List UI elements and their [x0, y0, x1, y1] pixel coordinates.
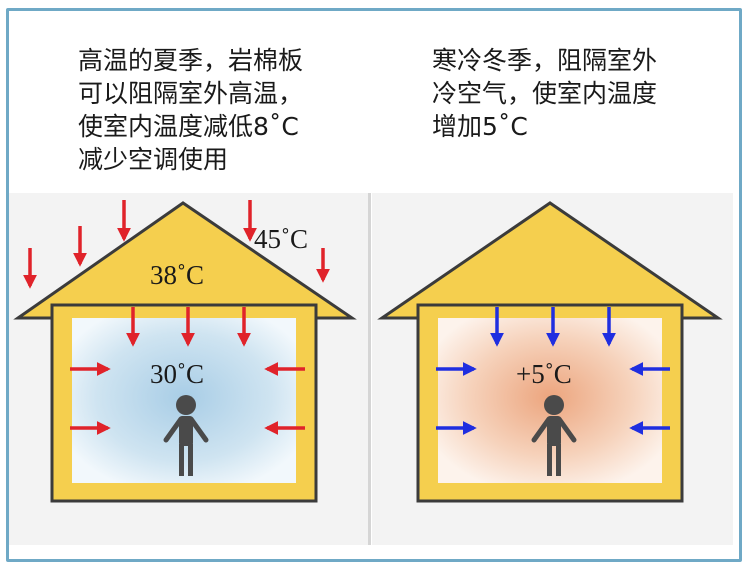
person-icon: [531, 395, 577, 476]
summer-room-temperature: 30˚C: [150, 359, 204, 389]
outside-temperature: 45˚C: [254, 224, 308, 254]
summer-caption-line: 可以阻隔室外高温，: [78, 79, 304, 108]
panel-divider: [368, 193, 371, 545]
person-icon: [163, 395, 209, 476]
summer-caption-line: 减少空调使用: [78, 145, 229, 174]
summer-caption-line: 高温的夏季，岩棉板: [78, 46, 304, 75]
winter-caption: 寒冷冬季，阻隔室外 冷空气，使室内温度 增加5˚C: [432, 44, 657, 143]
winter-caption-line: 增加5˚C: [432, 112, 528, 141]
summer-ceiling-arrows: [126, 307, 251, 347]
summer-caption-line: 使室内温度减低8˚C: [78, 112, 299, 141]
winter-caption-line: 冷空气，使室内温度: [432, 79, 658, 108]
summer-caption: 高温的夏季，岩棉板 可以阻隔室外高温， 使室内温度减低8˚C 减少空调使用: [78, 44, 303, 176]
winter-room-temperature: +5˚C: [516, 359, 572, 389]
summer-roof-arrows: [23, 200, 330, 289]
summer-wall-arrows: [70, 362, 305, 435]
winter-caption-line: 寒冷冬季，阻隔室外: [432, 46, 658, 75]
winter-ceiling-arrows: [490, 307, 616, 347]
winter-wall-arrows: [436, 362, 670, 435]
attic-temperature: 38˚C: [150, 260, 204, 290]
